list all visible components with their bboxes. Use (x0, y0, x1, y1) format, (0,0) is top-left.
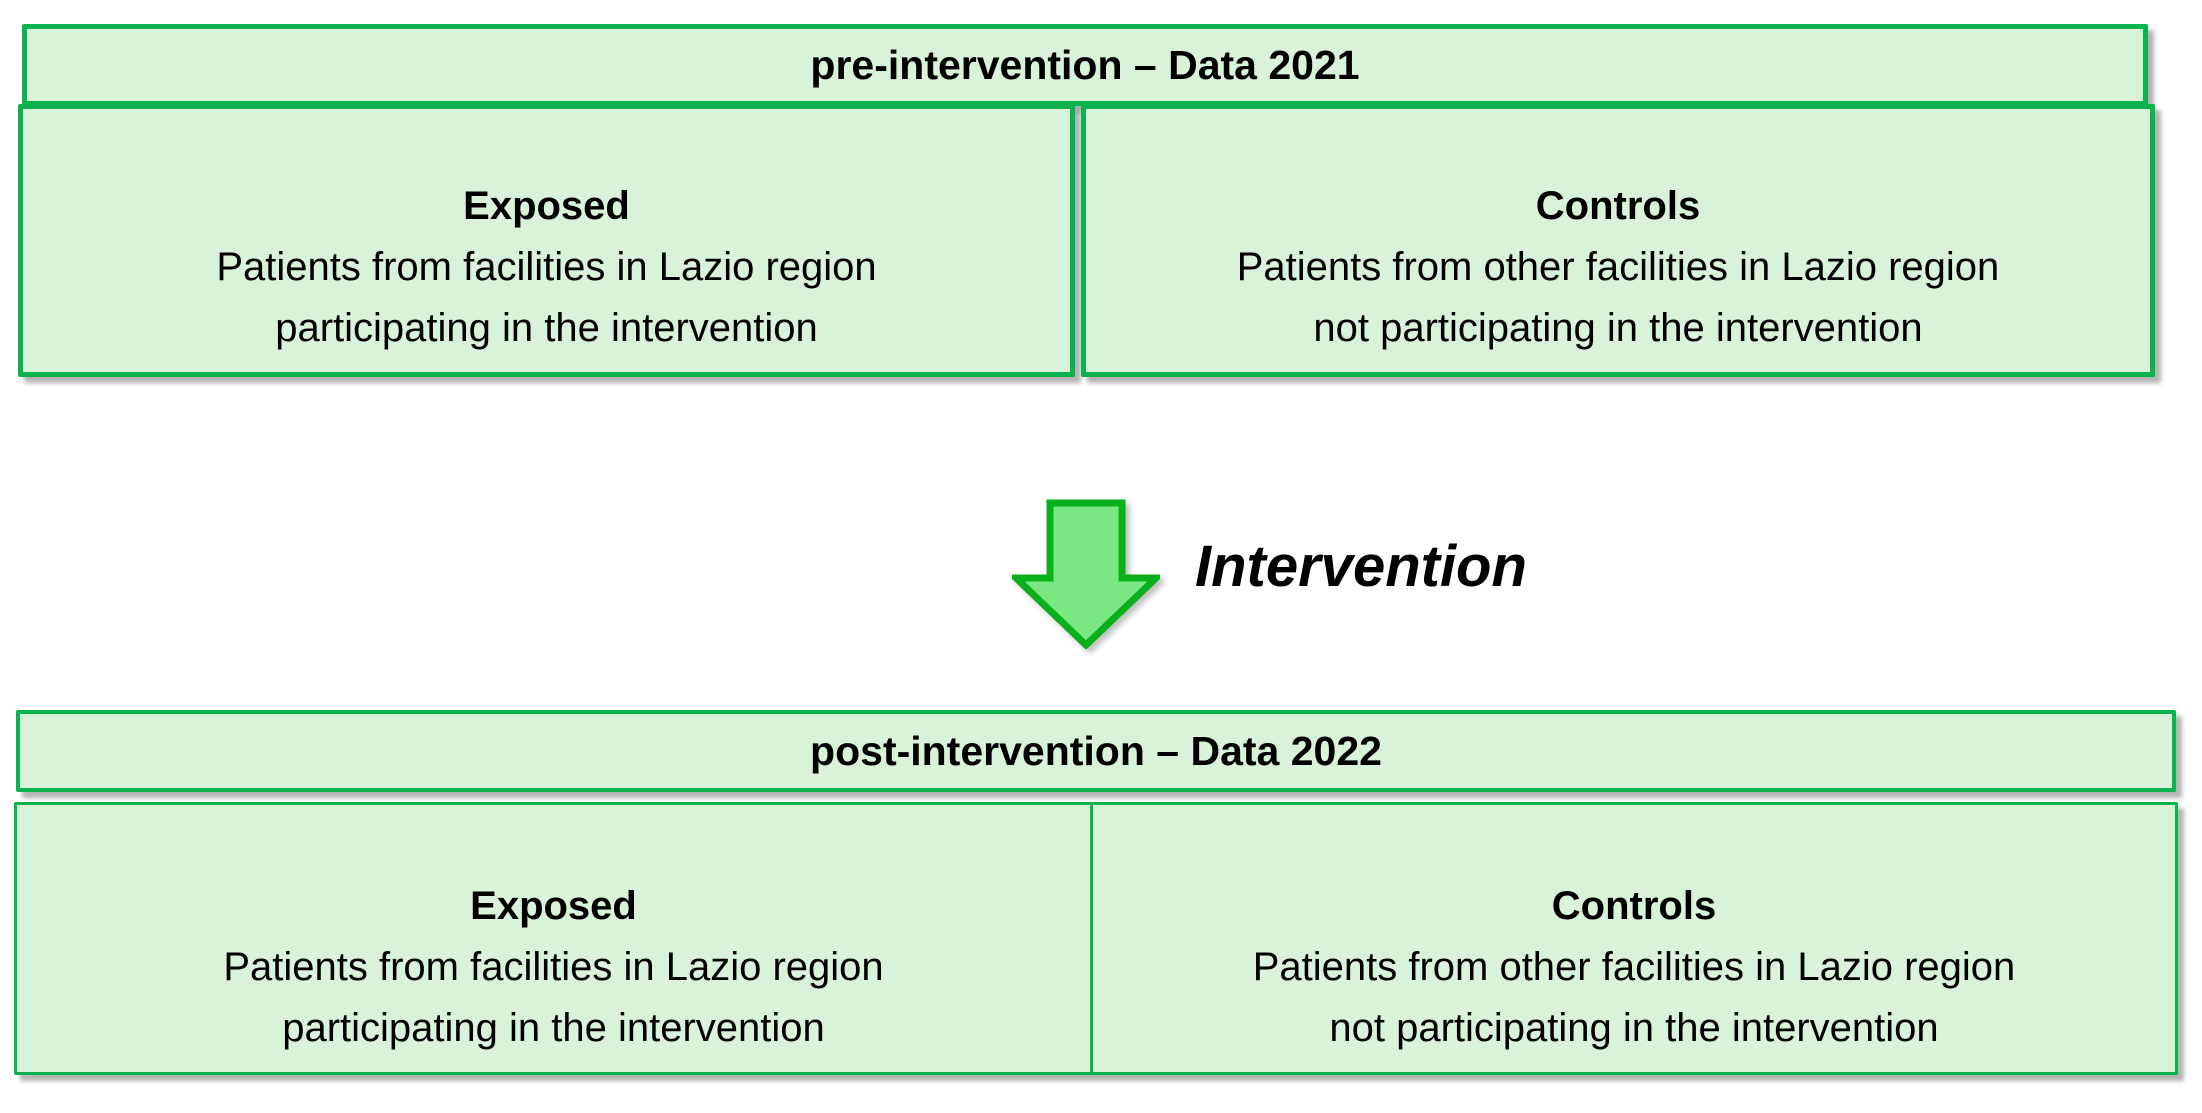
pre-exposed-line2: participating in the intervention (275, 306, 818, 350)
pre-exposed-title: Exposed (463, 184, 630, 228)
post-exposed-title: Exposed (470, 884, 637, 928)
post-controls-line1: Patients from other facilities in Lazio … (1252, 945, 2016, 989)
post-controls-title: Controls (1551, 884, 1717, 928)
pre-intervention-header-label: pre-intervention – Data 2021 (810, 41, 1360, 88)
pre-intervention-header: pre-intervention – Data 2021 (22, 24, 2148, 106)
post-intervention-row: Exposed Patients from facilities in Lazi… (14, 802, 2178, 1075)
pre-controls-line2: not participating in the intervention (1313, 306, 1923, 350)
post-exposed-line2: participating in the intervention (282, 1006, 825, 1050)
post-intervention-header-label: post-intervention – Data 2022 (810, 727, 1382, 774)
down-arrow-icon (1012, 499, 1160, 649)
post-exposed-line1: Patients from facilities in Lazio region (223, 945, 884, 989)
intervention-label: Intervention (1195, 534, 1527, 599)
post-controls-line2: not participating in the intervention (1329, 1006, 1939, 1050)
post-exposed-cell: Exposed Patients from facilities in Lazi… (17, 805, 1093, 1072)
pre-exposed-line1: Patients from facilities in Lazio region (216, 245, 877, 289)
pre-controls-cell: Controls Patients from other facilities … (1081, 104, 2155, 377)
pre-controls-line1: Patients from other facilities in Lazio … (1236, 245, 2000, 289)
post-controls-cell: Controls Patients from other facilities … (1093, 805, 2175, 1072)
pre-controls-title: Controls (1535, 184, 1701, 228)
pre-exposed-cell: Exposed Patients from facilities in Lazi… (18, 104, 1075, 377)
post-intervention-header: post-intervention – Data 2022 (16, 710, 2176, 792)
